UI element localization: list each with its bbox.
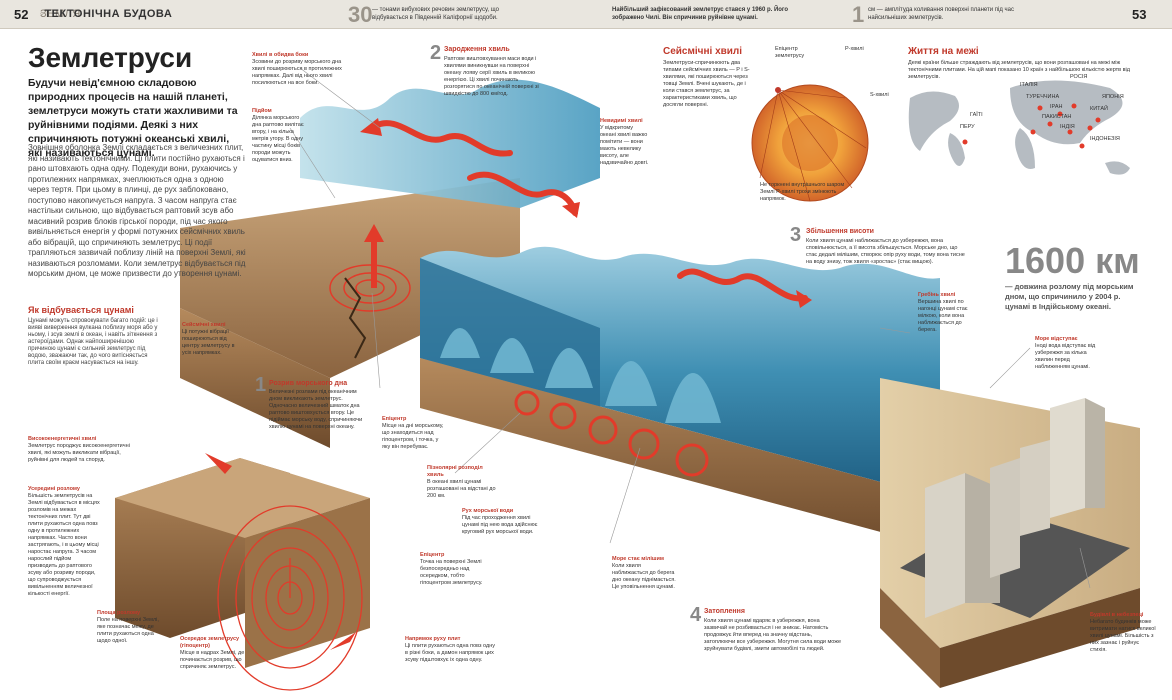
country-label: ЯПОНІЯ [1102, 94, 1124, 100]
step1-text: Величезні розлами під океанічним дном ви… [269, 389, 363, 430]
country-label: ТУРЕЧЧИНА [1026, 94, 1060, 100]
fact3-text: см — амплітуда коливання поверхні планет… [868, 7, 1015, 21]
uplift-arrow [364, 224, 384, 288]
right-page-number: 53 [1132, 7, 1147, 22]
seismic-globe [751, 84, 869, 202]
fault-shock-rings [217, 505, 363, 691]
step3-heading: Збільшення висоти [806, 228, 874, 235]
big-stat-text: — довжина розлому під морським дном, що … [1005, 282, 1134, 311]
country-label: ІНДОНЕЗІЯ [1090, 136, 1120, 142]
coast-front [940, 588, 1140, 688]
wave-motion-arrows [372, 120, 808, 302]
fault-block-right [245, 498, 370, 668]
country-label: ПЕРУ [960, 124, 975, 130]
tsunami-heading: Як відбувається цунамі [28, 305, 134, 315]
coast-side [880, 588, 940, 688]
fault-crack [344, 277, 367, 359]
seabed-block-side [180, 308, 330, 448]
step3-number: 3 [790, 224, 802, 246]
page-title: Землетруси [28, 42, 193, 73]
lead-paragraph: Будучи невід'ємною складовою природних п… [28, 77, 238, 159]
seismic-text: Землетруси-спричинюють два типами сейсмі… [663, 60, 750, 108]
world-map [908, 80, 1130, 175]
page-header-bar: 52 ЗЕМЛЯ ◦ ТЕКТОНІЧНА БУДОВА 30 — тонами… [0, 0, 1172, 29]
step3-text: Коли хвиля цунамі наближається до узбере… [806, 238, 965, 265]
step4-heading: Затоплення [704, 608, 745, 615]
life-text: Деякі країни більше страждають від земле… [908, 60, 1130, 80]
fact1-text: — тонами вибухових речовин землетрусу, щ… [372, 7, 499, 21]
step2-number: 2 [430, 42, 442, 64]
arrow-heads [360, 118, 812, 308]
fact2-text: Найбільший зафіксований землетрус стався… [612, 7, 789, 21]
step4-number: 4 [690, 604, 702, 626]
wave-crests [440, 328, 721, 423]
fact3-number: 1 [852, 2, 865, 27]
country-label: КИТАЙ [1090, 106, 1108, 112]
plate-arrow-right [330, 632, 356, 650]
label-focus: Осередок землетрусу (гіпоцентр)Місце в н… [180, 636, 245, 670]
upper-ocean-surface [300, 79, 600, 208]
step1-number: 1 [255, 374, 267, 396]
label-s-waves: S-хвилі [870, 92, 889, 98]
water-circulation [514, 390, 709, 477]
step4-text: Коли хвиля цунамі вдаряє в узбережжя, во… [704, 618, 842, 652]
body-paragraph: Зовнішня оболонка Землі складається з ве… [28, 143, 246, 278]
callout-lines [289, 67, 1091, 589]
country-label: ПАКИСТАН [1042, 114, 1072, 120]
fault-block-top [115, 458, 370, 538]
tsunami-paragraph: Цунамі можуть спровокувати багато подій:… [28, 318, 158, 366]
country-label: ІРАН [1050, 104, 1063, 110]
seismic-heading: Сейсмічні хвилі [663, 46, 743, 57]
country-label: РОСІЯ [1070, 74, 1088, 80]
country-label: ІНДІЯ [1060, 124, 1075, 130]
label-p-waves: P-хвилі [845, 46, 864, 52]
step2-heading: Зародження хвиль [444, 46, 510, 53]
section-label: ЗЕМЛЯ ◦ ТЕКТОНІЧНА БУДОВА [40, 8, 173, 20]
country-label: ГАЇТІ [970, 112, 983, 118]
buildings [925, 398, 1105, 618]
label-epicenter-globe: Епіцентр землетрусу [775, 46, 805, 59]
plate-arrow-left [205, 453, 232, 474]
seismic-rings-seabed [329, 264, 411, 312]
life-heading: Життя на межі [908, 46, 979, 57]
tsunami-illustration [115, 67, 1140, 691]
step1-heading: Розрив морського дна [269, 380, 348, 387]
label-shadow-zone: Не торкнені внутрішнього шаром Землі P-х… [760, 182, 845, 202]
fact1-number: 30 [348, 2, 373, 27]
map-markers [962, 103, 1101, 149]
step2-text: Раптове виштовхування маси води і хвилям… [444, 56, 539, 97]
country-label: ІТАЛІЯ [1020, 82, 1038, 88]
left-page-number: 52 [14, 7, 29, 22]
big-stat-number: 1600 км [1005, 240, 1140, 281]
